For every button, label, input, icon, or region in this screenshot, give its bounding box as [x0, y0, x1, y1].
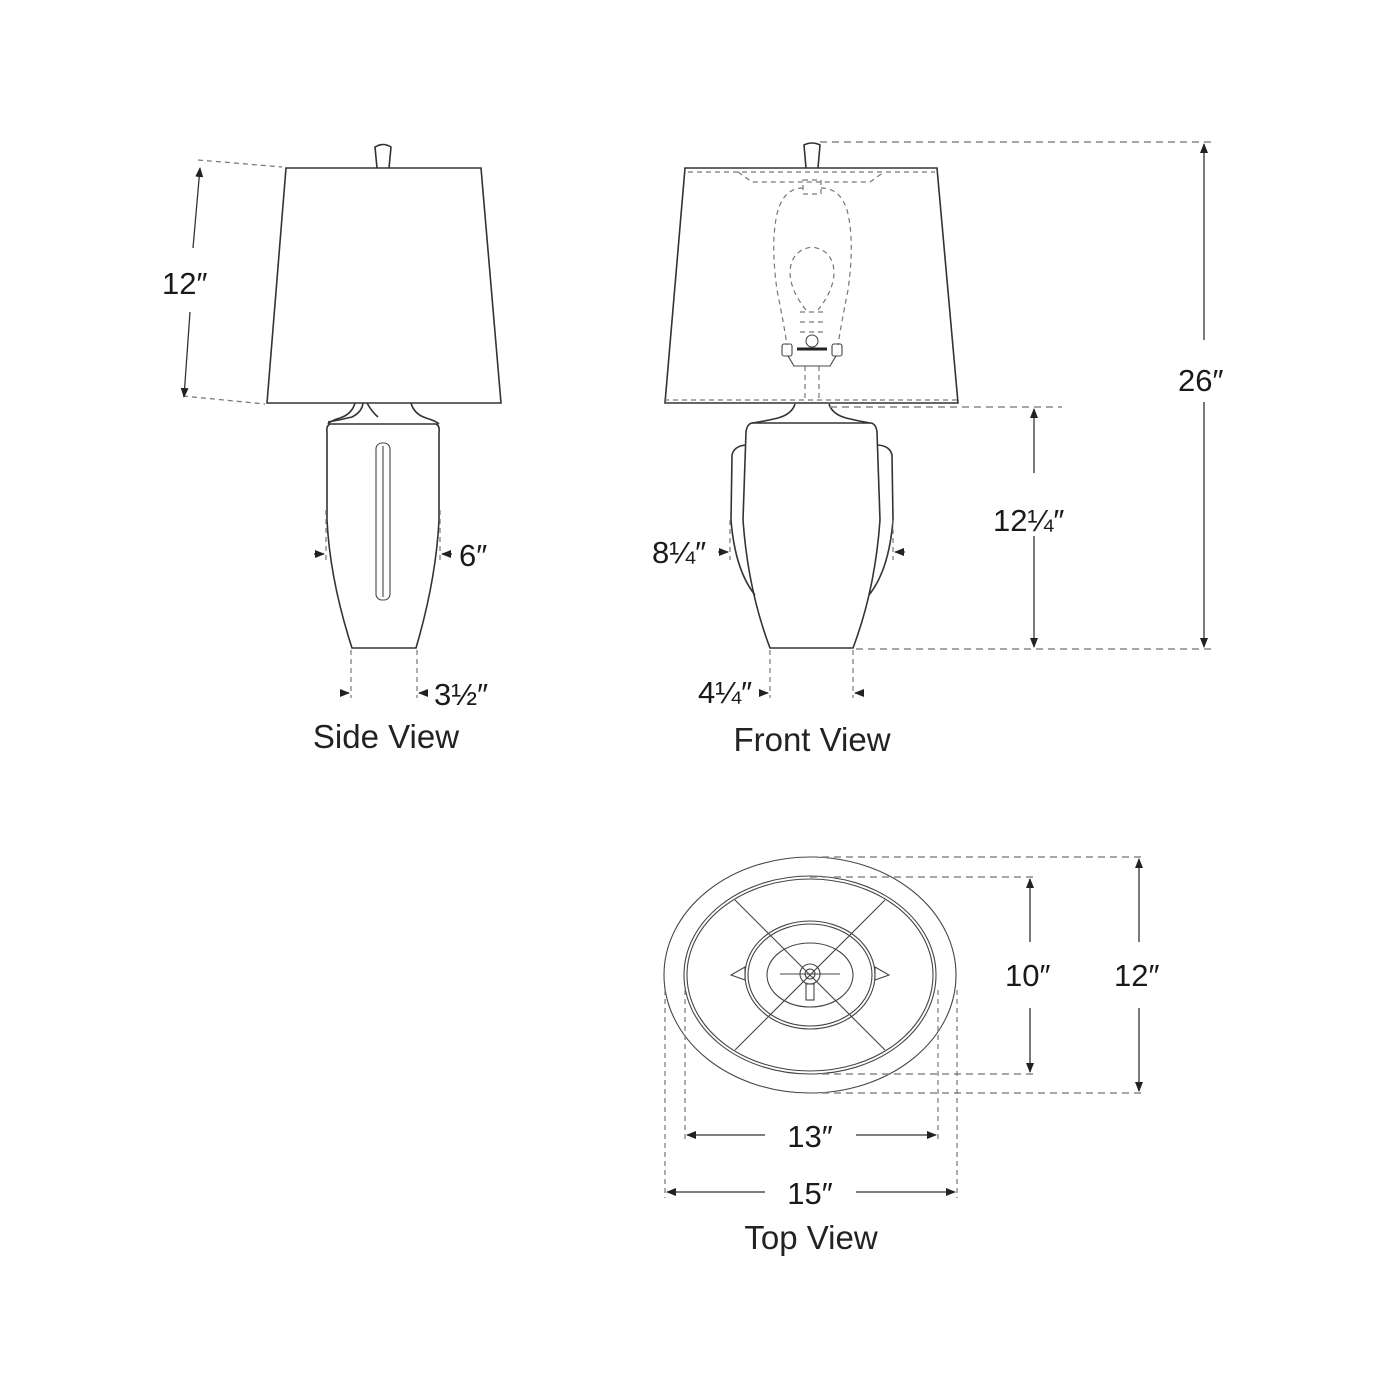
- top-view-caption: Top View: [744, 1219, 877, 1256]
- finial: [374, 143, 392, 169]
- top-outer-width-label: 15″: [787, 1176, 832, 1211]
- right-handle: [874, 966, 891, 981]
- lamp-body: [742, 422, 881, 649]
- front-base-height-label: 12¼″: [993, 503, 1064, 538]
- top-outer-depth-label: 12″: [1114, 958, 1159, 993]
- top-inner-width-label: 13″: [787, 1119, 832, 1154]
- top-view: 10″ 12″ 13″ 15″ Top View: [663, 856, 1159, 1256]
- front-overall-height-label: 26″: [1178, 363, 1223, 398]
- left-handle: [729, 966, 746, 981]
- lamp-shade: [664, 167, 959, 404]
- side-base-width-label: 3½″: [434, 677, 488, 712]
- harp-and-bulb-hidden-lines: [664, 171, 958, 401]
- neck: [751, 403, 871, 424]
- neck: [327, 402, 440, 425]
- front-view-caption: Front View: [733, 721, 890, 758]
- front-view: 8¼″ 4¼″ 26″ 12¼″ Front View: [652, 141, 1223, 758]
- neck-outline: [766, 942, 854, 1008]
- side-view: 12″ 6″ 3½″ Side View: [162, 143, 502, 755]
- front-base-width-label: 4¼″: [698, 675, 752, 710]
- right-handle: [868, 444, 894, 596]
- left-handle: [730, 444, 756, 596]
- top-inner-depth-label: 10″: [1005, 958, 1050, 993]
- front-body-width-label: 8¼″: [652, 535, 706, 570]
- finial: [803, 142, 821, 169]
- side-shade-height-label: 12″: [162, 266, 207, 301]
- lamp-body: [326, 423, 440, 649]
- side-body-width-label: 6″: [459, 538, 487, 573]
- side-view-caption: Side View: [313, 718, 459, 755]
- vertical-slot: [375, 442, 391, 601]
- lamp-shade: [266, 167, 502, 404]
